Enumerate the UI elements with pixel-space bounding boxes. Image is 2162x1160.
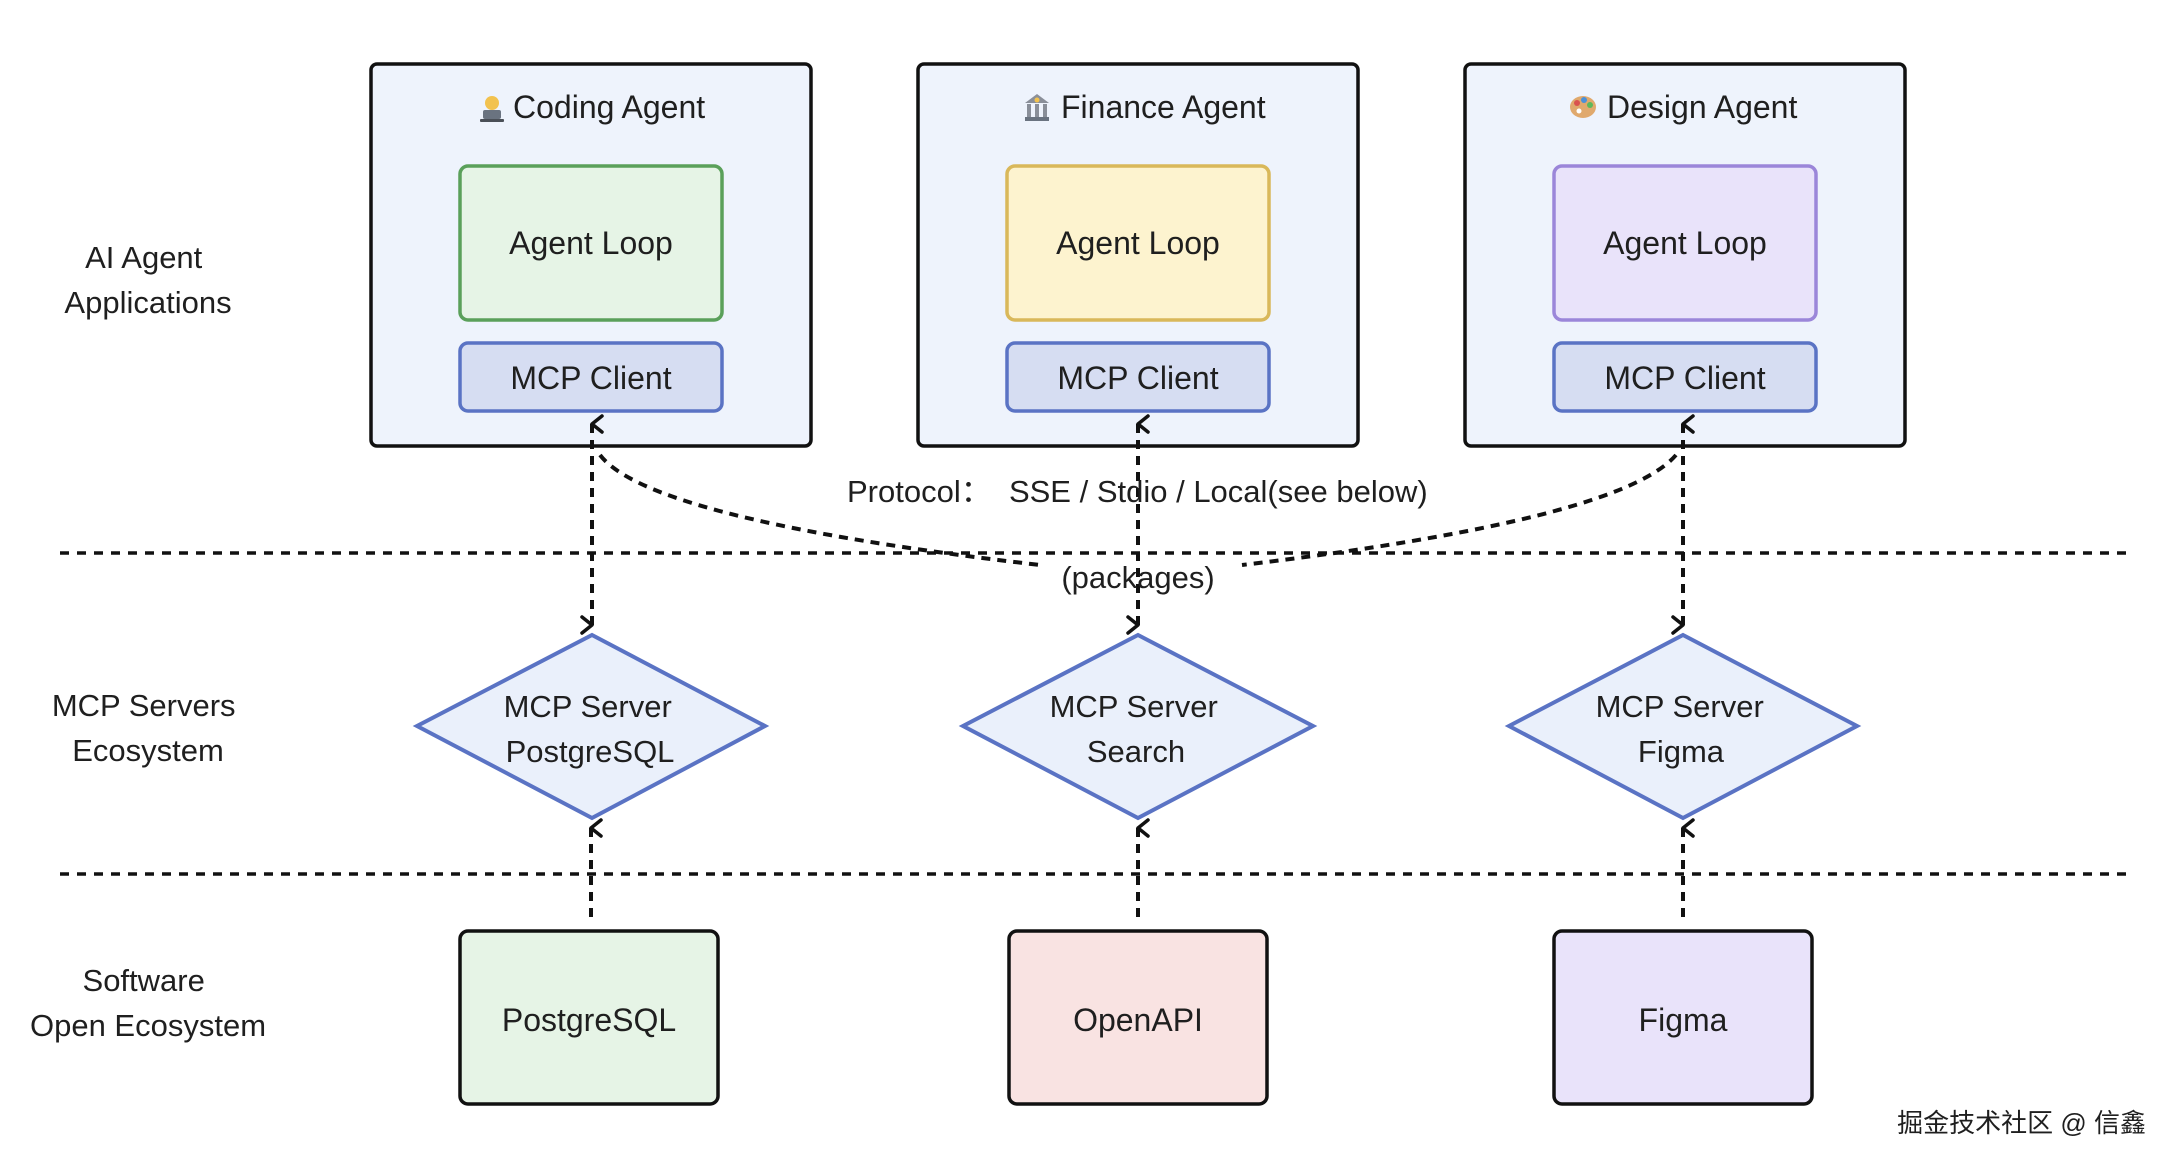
layer-label-servers-line1: MCP Servers	[52, 688, 236, 723]
mcp-server-shape-figma	[1504, 632, 1862, 821]
packages-label: (packages)	[1061, 560, 1214, 595]
agent-loop-box-design	[1552, 164, 1818, 322]
mcp-server-line1-postgresql: MCP Server	[504, 689, 672, 724]
palette-icon	[1570, 96, 1596, 118]
software-postgresql[interactable]: PostgreSQL	[458, 929, 720, 1106]
agent-title-design: Design Agent	[1607, 89, 1797, 125]
agent-card-coding: Coding Agent Agent Loop MCP Client	[369, 62, 813, 448]
layer-label-servers: MCP Servers Ecosystem	[52, 688, 244, 768]
mcp-server-label-figma: MCP Server Figma	[1596, 689, 1773, 769]
agent-loop-label-finance: Agent Loop	[1056, 225, 1220, 261]
watermark: 掘金技术社区 @ 信鑫	[1897, 1108, 2146, 1138]
software-label-postgresql: PostgreSQL	[502, 1002, 676, 1038]
software-label-openapi: OpenAPI	[1073, 1002, 1203, 1038]
layer-label-agents-line2: Applications	[64, 285, 231, 320]
mcp-server-line2-postgresql: PostgreSQL	[506, 734, 675, 769]
software-label-figma: Figma	[1639, 1002, 1728, 1038]
software-box-openapi	[1007, 929, 1269, 1106]
mcp-server-line2-search: Search	[1087, 734, 1185, 769]
mcp-client-label-design: MCP Client	[1604, 360, 1765, 396]
mcp-server-line1-search: MCP Server	[1050, 689, 1218, 724]
mcp-client-label-coding: MCP Client	[510, 360, 671, 396]
layer-label-agents: AI Agent Applications	[64, 240, 231, 320]
mcp-client-label-finance: MCP Client	[1057, 360, 1218, 396]
layer-label-agents-line1: AI Agent	[85, 240, 203, 275]
mcp-client-box-finance[interactable]	[1005, 341, 1271, 413]
layer-label-software-line2: Open Ecosystem	[30, 1008, 266, 1043]
agent-loop-box-coding	[458, 164, 724, 322]
connector-design-packages	[1241, 453, 1678, 567]
mcp-server-label-search: MCP Server Search	[1050, 689, 1227, 769]
layer-label-software-line1: Software	[83, 963, 205, 998]
agent-title-coding: Coding Agent	[513, 89, 705, 125]
software-box-figma	[1552, 929, 1814, 1106]
agent-loop-label-design: Agent Loop	[1603, 225, 1767, 261]
technologist-icon	[480, 96, 504, 122]
agent-loop-label-coding: Agent Loop	[509, 225, 673, 261]
protocol-label: Protocol： SSE / Stdio / Local(see below)	[847, 474, 1428, 509]
mcp-server-label-postgresql: MCP Server PostgreSQL	[504, 689, 681, 769]
agent-card-design: Design Agent Agent Loop MCP Client	[1463, 62, 1907, 448]
mcp-server-postgresql[interactable]: MCP Server PostgreSQL	[412, 632, 770, 821]
connector-coding-packages	[598, 453, 1041, 567]
layer-label-servers-line2: Ecosystem	[72, 733, 224, 768]
mcp-server-line2-figma: Figma	[1638, 734, 1725, 769]
agent-title-finance: Finance Agent	[1061, 89, 1266, 125]
mcp-server-shape-postgresql	[412, 632, 770, 821]
protocol-connectors	[580, 414, 1695, 635]
software-openapi[interactable]: OpenAPI	[1007, 929, 1269, 1106]
mcp-client-box-design[interactable]	[1552, 341, 1818, 413]
mcp-client-box-coding[interactable]	[458, 341, 724, 413]
software-figma[interactable]: Figma	[1552, 929, 1814, 1106]
agent-card-finance: Finance Agent Agent Loop MCP Client	[916, 62, 1360, 448]
mcp-server-figma[interactable]: MCP Server Figma	[1504, 632, 1862, 821]
mcp-server-line1-figma: MCP Server	[1596, 689, 1764, 724]
bank-icon	[1025, 94, 1049, 121]
agent-loop-box-finance	[1005, 164, 1271, 322]
mcp-server-shape-search	[958, 632, 1318, 821]
layer-label-software: Software Open Ecosystem	[30, 963, 266, 1043]
software-box-postgresql	[458, 929, 720, 1106]
mcp-server-search[interactable]: MCP Server Search	[958, 632, 1318, 821]
